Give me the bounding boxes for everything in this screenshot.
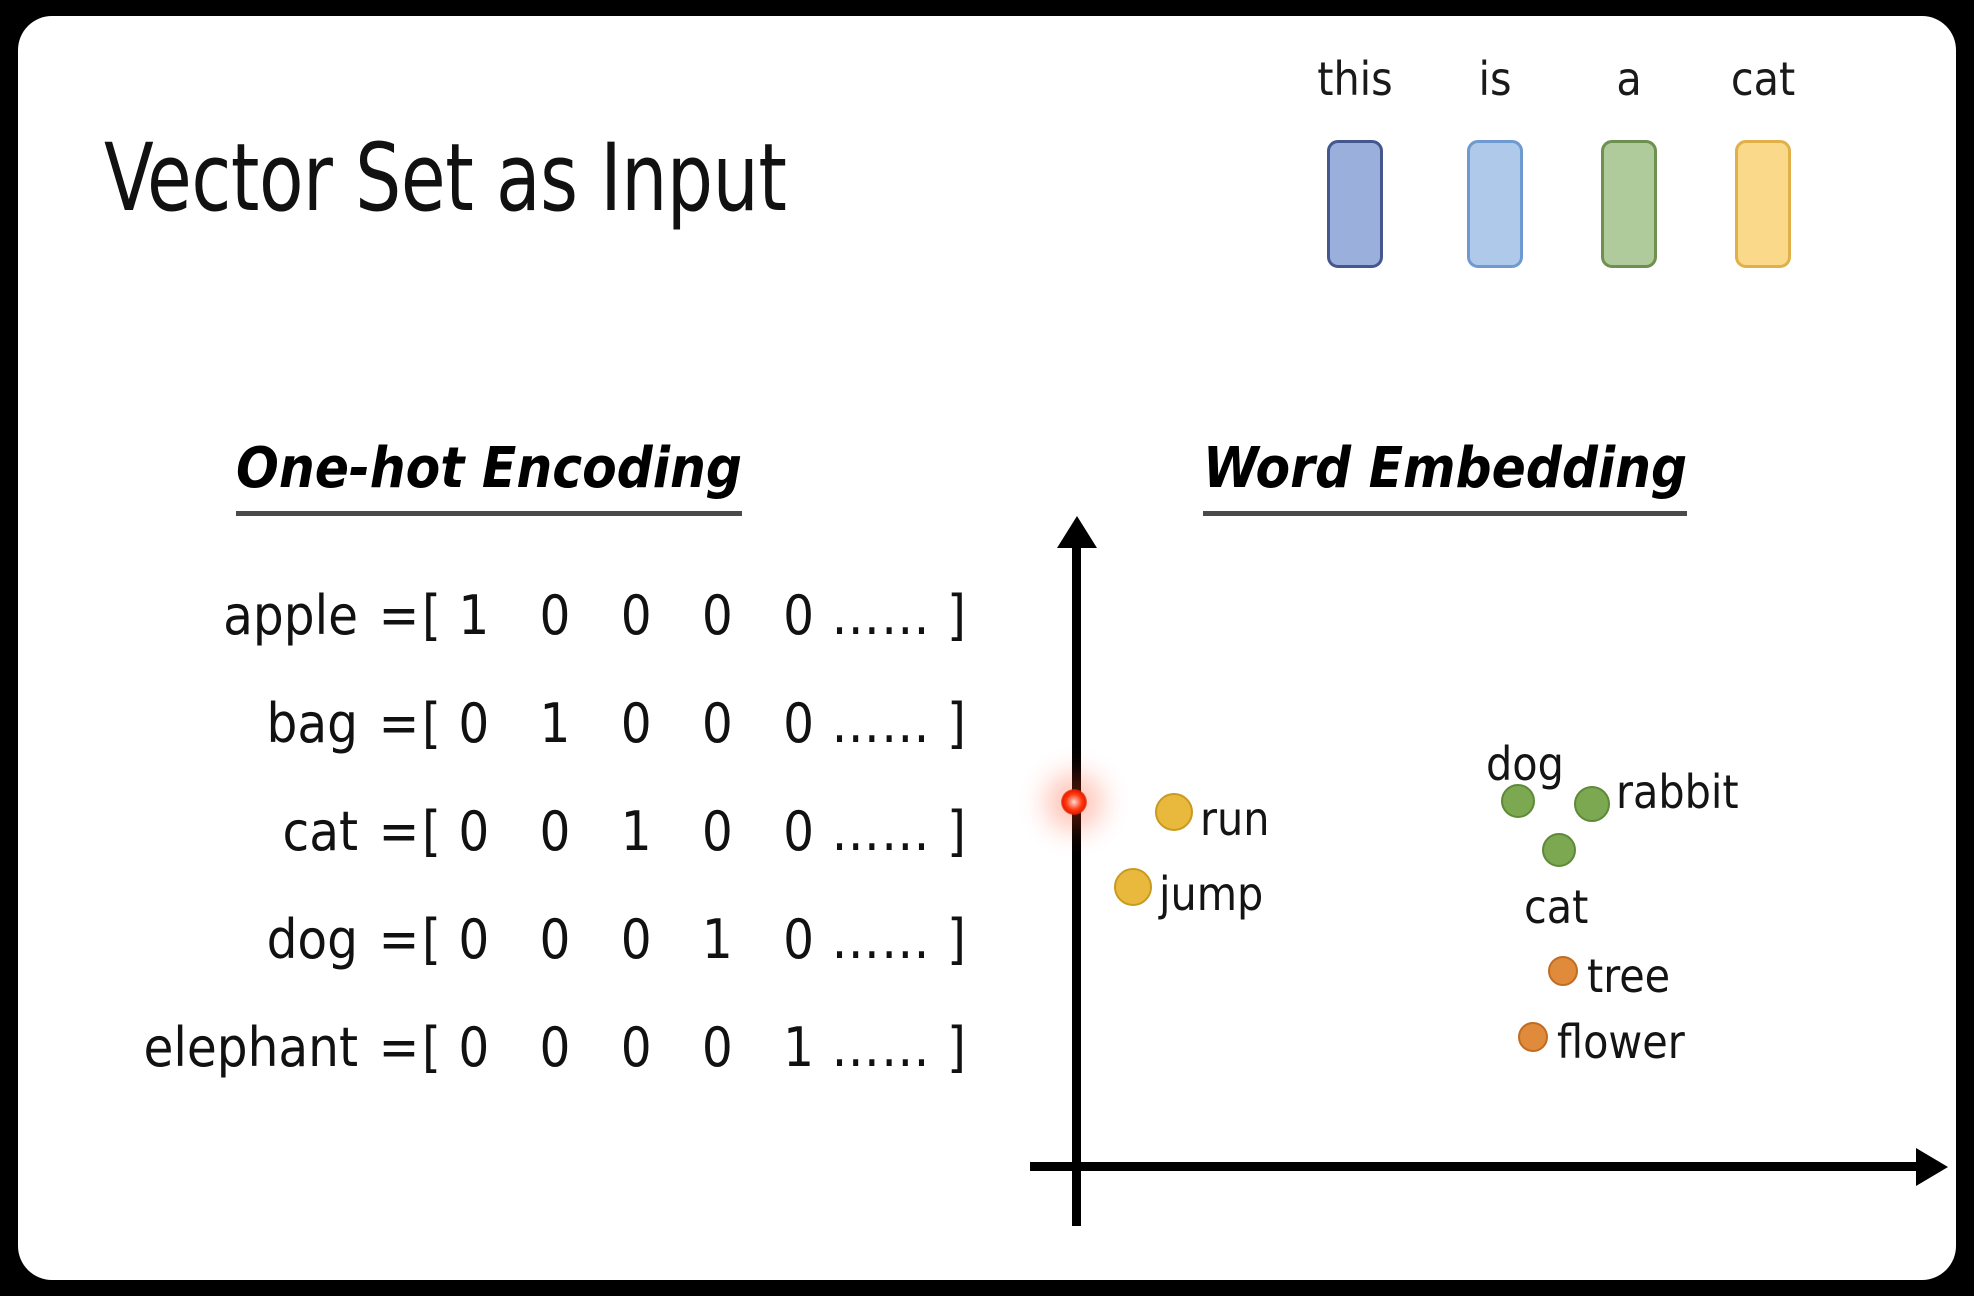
onehot-row: dog =[ 0 0 0 1 0 …… ] [58, 908, 978, 1016]
onehot-word-label: apple [223, 584, 358, 647]
scatter-point-label: dog [1486, 737, 1564, 791]
equals-sign: = [378, 908, 420, 971]
scatter-point-dot [1114, 868, 1152, 906]
word-label: this [1317, 52, 1393, 106]
x-axis-line [1030, 1162, 1925, 1171]
word-vector-item: this [1300, 56, 1410, 268]
onehot-vector-value: [ 0 0 1 0 0 …… ] [422, 800, 967, 863]
vector-box [1467, 140, 1523, 268]
onehot-word-label: cat [282, 800, 358, 863]
onehot-vector-value: [ 1 0 0 0 0 …… ] [422, 584, 967, 647]
onehot-word-label: elephant [143, 1016, 358, 1079]
onehot-row: apple =[ 1 0 0 0 0 …… ] [58, 584, 978, 692]
onehot-word-label: dog [266, 908, 358, 971]
scatter-point-label: rabbit [1616, 765, 1739, 819]
word-label: is [1478, 52, 1512, 106]
onehot-vector-value: [ 0 1 0 0 0 …… ] [422, 692, 967, 755]
equals-sign: = [378, 692, 420, 755]
equals-sign: = [378, 584, 420, 647]
word-embedding-plot: run jump dog rabbit cat tree flower [978, 516, 1948, 1256]
scatter-point-dot [1518, 1022, 1548, 1052]
onehot-row: elephant =[ 0 0 0 0 1 …… ] [58, 1016, 978, 1124]
x-axis-arrow-icon [1916, 1148, 1948, 1186]
equals-sign: = [378, 800, 420, 863]
scatter-point-label: flower [1557, 1015, 1685, 1069]
word-vector-item: is [1440, 56, 1550, 268]
equals-sign: = [378, 1016, 420, 1079]
scatter-point-dot [1542, 833, 1576, 867]
word-label: a [1616, 52, 1642, 106]
scatter-point-label: cat [1524, 880, 1589, 934]
onehot-section-heading: One-hot Encoding [236, 436, 742, 516]
word-embedding-section-heading: Word Embedding [1203, 436, 1688, 516]
scatter-point-label: tree [1587, 949, 1671, 1003]
vector-box [1601, 140, 1657, 268]
vector-box [1735, 140, 1791, 268]
vector-box [1327, 140, 1383, 268]
scatter-point-dot [1155, 793, 1193, 831]
y-axis-line [1072, 538, 1081, 1226]
word-label: cat [1730, 52, 1796, 106]
scatter-point-dot [1501, 784, 1535, 818]
onehot-encoding-list: apple=[ 1 0 0 0 0 …… ]bag=[ 0 1 0 0 0 ……… [58, 584, 978, 1124]
scatter-point-dot [1548, 956, 1578, 986]
onehot-vector-value: [ 0 0 0 1 0 …… ] [422, 908, 967, 971]
scatter-point-label: jump [1159, 867, 1264, 921]
onehot-vector-value: [ 0 0 0 0 1 …… ] [422, 1016, 967, 1079]
onehot-word-label: bag [266, 692, 358, 755]
scatter-point-label: run [1200, 792, 1270, 846]
y-axis-arrow-icon [1057, 516, 1097, 548]
scatter-point-dot [1574, 786, 1610, 822]
word-vector-item: cat [1708, 56, 1818, 268]
laser-pointer-cursor [1061, 789, 1087, 815]
word-vector-item: a [1574, 56, 1684, 268]
onehot-row: cat =[ 0 0 1 0 0 …… ] [58, 800, 978, 908]
onehot-row: bag =[ 0 1 0 0 0 …… ] [58, 692, 978, 800]
page-title: Vector Set as Input [104, 124, 787, 233]
